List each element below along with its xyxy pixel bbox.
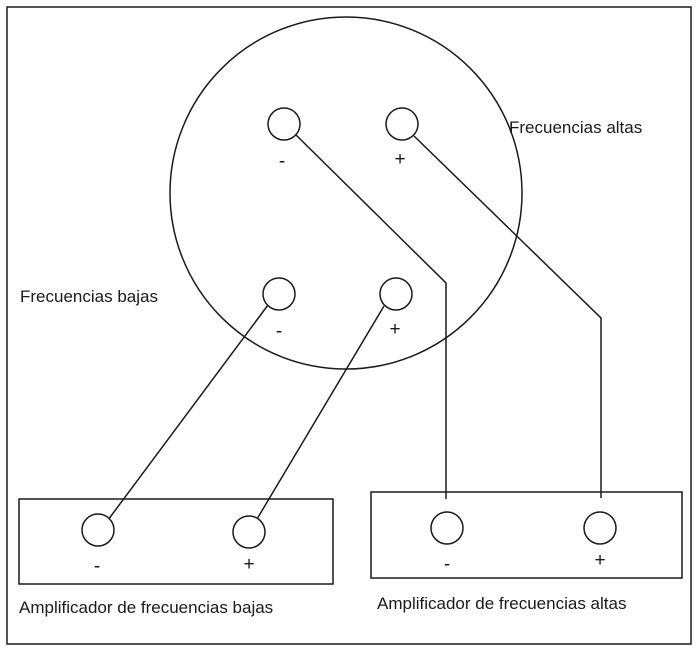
amp-low-box <box>18 498 334 585</box>
sign-amp-high-plus: + <box>594 550 605 571</box>
wire-low-plus <box>256 305 385 520</box>
label-amp-high: Amplificador de frecuencias altas <box>377 594 626 613</box>
wire-high-plus <box>413 135 602 498</box>
terminal-low-plus <box>379 277 413 311</box>
outer-frame <box>6 6 692 645</box>
amp-high-terminal-plus <box>583 511 617 545</box>
label-low-frequencies: Frecuencias bajas <box>20 287 158 306</box>
sign-amp-low-minus: - <box>94 556 100 577</box>
sign-high-minus: - <box>279 151 285 172</box>
amp-high-box <box>370 491 683 579</box>
wire-low-minus <box>107 304 269 521</box>
amp-low-terminal-minus <box>81 513 115 547</box>
sign-amp-high-minus: - <box>444 554 450 575</box>
sign-low-plus: + <box>389 319 400 340</box>
label-high-frequencies: Frecuencias altas <box>509 118 642 137</box>
label-amp-low: Amplificador de frecuencias bajas <box>19 598 273 617</box>
amp-high-terminal-minus <box>430 511 464 545</box>
speaker-circle <box>169 16 523 370</box>
terminal-high-plus <box>385 107 419 141</box>
wire-high-minus <box>295 134 447 499</box>
amp-low-terminal-plus <box>232 515 266 549</box>
sign-low-minus: - <box>276 321 282 342</box>
terminal-low-minus <box>262 277 296 311</box>
sign-high-plus: + <box>394 149 405 170</box>
sign-amp-low-plus: + <box>243 554 254 575</box>
terminal-high-minus <box>267 107 301 141</box>
